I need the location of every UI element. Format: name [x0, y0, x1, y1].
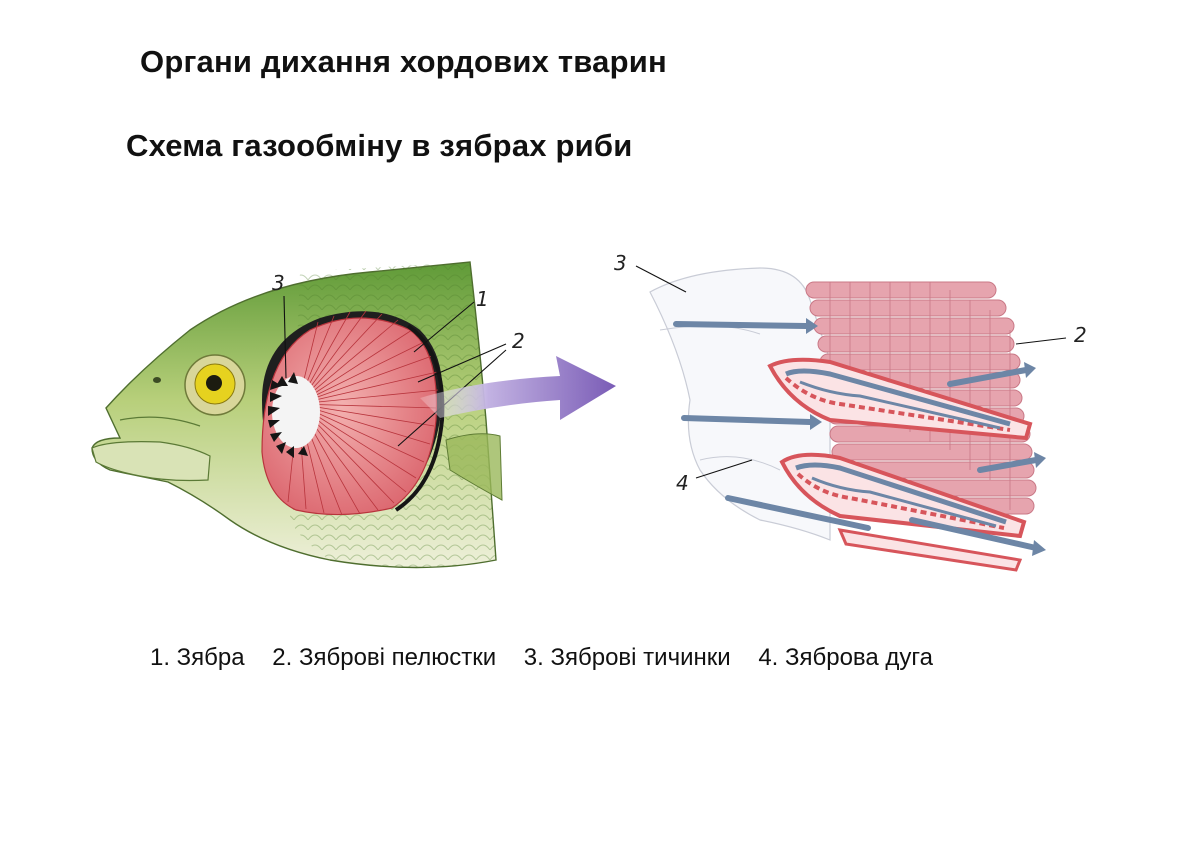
fish-callout-2: 2 — [512, 329, 525, 353]
eye-pupil — [206, 375, 222, 391]
fish-callout-1: 1 — [476, 287, 489, 311]
detail-callout-4: 4 — [676, 471, 689, 495]
legend-item-gill-filaments: 2. Зяброві пелюстки — [272, 644, 496, 671]
fish-head: 3 1 2 — [92, 262, 525, 568]
legend: 1. Зябра 2. Зяброві пелюстки 3. Зяброві … — [150, 644, 954, 672]
legend-item-gill-arch: 4. Зяброва дуга — [758, 644, 933, 671]
gill-detail: 3 2 4 — [614, 251, 1087, 570]
detail-callout-2: 2 — [1074, 323, 1087, 347]
fish-nostril — [153, 377, 161, 383]
detail-callout-3: 3 — [614, 251, 627, 275]
legend-item-gill: 1. Зябра — [150, 644, 245, 671]
fish-callout-3: 3 — [272, 271, 285, 295]
legend-item-gill-rakers: 3. Зяброві тичинки — [524, 644, 731, 671]
